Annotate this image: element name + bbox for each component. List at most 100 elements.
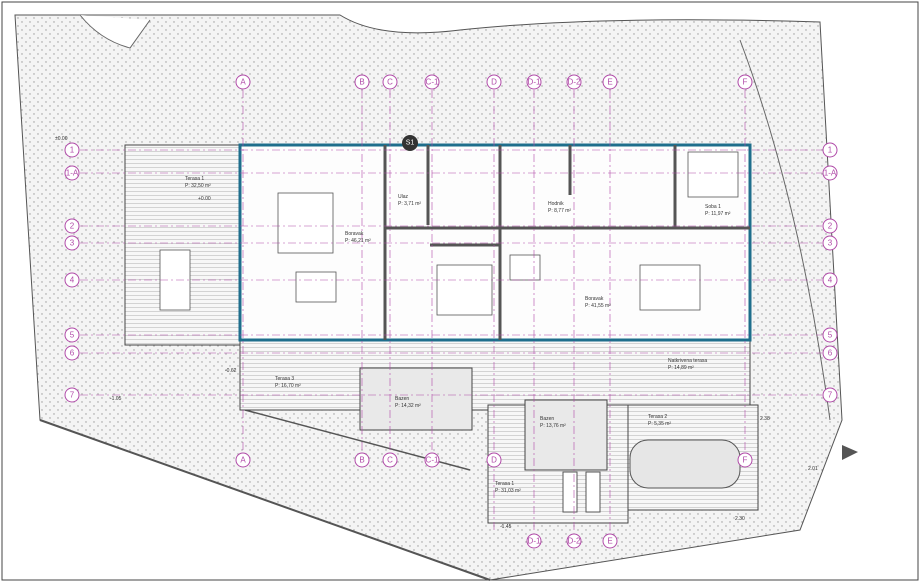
room-name: Bazen xyxy=(395,396,409,402)
row-axis-label: 1-A xyxy=(824,169,837,178)
column-axis-label: F xyxy=(743,456,748,465)
room-name: Soba 1 xyxy=(705,204,721,210)
retaining-wall xyxy=(39,419,491,581)
row-axis-label: 5 xyxy=(70,331,75,340)
section-marker: S1 xyxy=(402,135,418,151)
column-axis-bubble xyxy=(602,533,618,549)
column-axis-bubble xyxy=(486,74,502,90)
column-axis-label: D-2 xyxy=(568,78,581,87)
column-axis-bubble xyxy=(566,74,582,90)
room-area: P: 31,03 m² xyxy=(495,488,521,494)
row-axis-label: 4 xyxy=(70,276,75,285)
level-mark: -1.45 xyxy=(500,524,512,530)
column-axis-label: D-2 xyxy=(568,537,581,546)
column-axis-bubble xyxy=(382,74,398,90)
pool-1 xyxy=(359,367,473,431)
row-axis-label: 2 xyxy=(70,222,75,231)
column-axis-label: C xyxy=(387,456,393,465)
room-name: Terasa 3 xyxy=(275,376,294,382)
north-arrow-icon xyxy=(842,445,858,460)
room-name: Hodnik xyxy=(548,201,564,207)
column-axis-label: B xyxy=(359,78,364,87)
column-axis-label: D xyxy=(491,78,497,87)
column-axis-label: B xyxy=(359,456,364,465)
column-axis-label: C xyxy=(387,78,393,87)
column-axis-label: C-1 xyxy=(426,456,439,465)
column-axis-label: F xyxy=(743,78,748,87)
room-area: P: 32,50 m² xyxy=(185,183,211,189)
row-axis-bubble xyxy=(822,235,838,251)
column-axis-bubble xyxy=(486,452,502,468)
row-axis-bubble xyxy=(822,345,838,361)
room-name: Bazen xyxy=(540,416,554,422)
row-axis-bubble xyxy=(64,235,80,251)
column-axis-label: E xyxy=(607,537,612,546)
column-axis-bubble xyxy=(424,452,440,468)
row-axis-bubble xyxy=(822,165,838,181)
column-axis-bubble xyxy=(354,74,370,90)
room-name: Terasa 1 xyxy=(495,481,514,487)
furniture xyxy=(159,151,739,316)
row-axis-label: 1 xyxy=(828,146,833,155)
room-area: P: 46,21 m² xyxy=(345,238,371,244)
level-mark: ±0.00 xyxy=(55,136,68,142)
row-axis-bubble xyxy=(822,387,838,403)
section-marker-label: S1 xyxy=(406,140,415,147)
row-axis-bubble xyxy=(822,327,838,343)
column-axis-label: E xyxy=(607,78,612,87)
column-axis-label: A xyxy=(240,456,246,465)
column-axis-bubble xyxy=(382,452,398,468)
room-area: P: 13,76 m² xyxy=(540,423,566,429)
column-axis-bubble xyxy=(737,452,753,468)
row-axis-label: 4 xyxy=(828,276,833,285)
sunbed xyxy=(562,471,578,513)
row-axis-label: 3 xyxy=(70,239,75,248)
jacuzzi xyxy=(629,439,741,489)
level-mark: -1.05 xyxy=(110,396,122,402)
room-area: P: 41,55 m² xyxy=(585,303,611,309)
sunbed xyxy=(585,471,601,513)
column-axis-bubble xyxy=(424,74,440,90)
row-axis-bubble xyxy=(64,327,80,343)
level-mark: 2.38 xyxy=(760,416,770,422)
row-axis-bubble xyxy=(822,142,838,158)
row-axis-label: 3 xyxy=(828,239,833,248)
room-area: P: 14,32 m² xyxy=(395,403,421,409)
room-name: Terasa 2 xyxy=(648,414,667,420)
column-axis-label: D xyxy=(491,456,497,465)
column-axis-bubble xyxy=(354,452,370,468)
column-axis-label: D-1 xyxy=(528,537,541,546)
row-axis-bubble xyxy=(64,272,80,288)
room-area: P: 11,97 m² xyxy=(705,211,731,217)
column-axis-bubble xyxy=(526,533,542,549)
column-axis-label: A xyxy=(240,78,246,87)
column-axis-bubble xyxy=(737,74,753,90)
column-axis-bubble xyxy=(235,74,251,90)
pool-2 xyxy=(524,399,608,471)
row-axis-label: 1-A xyxy=(66,169,79,178)
level-mark: 2.30 xyxy=(735,516,745,522)
room-area: P: 14,89 m² xyxy=(668,365,694,371)
row-axis-label: 7 xyxy=(70,391,75,400)
room-name: Natkrivena terasa xyxy=(668,358,707,364)
room-name: Terasa 1 xyxy=(185,176,204,182)
terrace-1-area xyxy=(124,144,244,346)
level-mark: -0.62 xyxy=(225,368,237,374)
row-axis-bubble xyxy=(64,387,80,403)
interior-walls xyxy=(383,145,750,340)
column-axis-bubble xyxy=(526,74,542,90)
column-axis-bubble xyxy=(235,452,251,468)
row-axis-label: 6 xyxy=(828,349,833,358)
column-axis-bubble xyxy=(566,533,582,549)
room-name: Ulaz xyxy=(398,194,409,200)
room-area: P: 5,35 m² xyxy=(648,421,671,427)
level-mark: 2.01 xyxy=(808,466,818,472)
row-axis-label: 6 xyxy=(70,349,75,358)
room-area: P: 3,71 m² xyxy=(398,201,421,207)
row-axis-label: 7 xyxy=(828,391,833,400)
room-area: P: 16,70 m² xyxy=(275,383,301,389)
row-axis-bubble xyxy=(64,218,80,234)
